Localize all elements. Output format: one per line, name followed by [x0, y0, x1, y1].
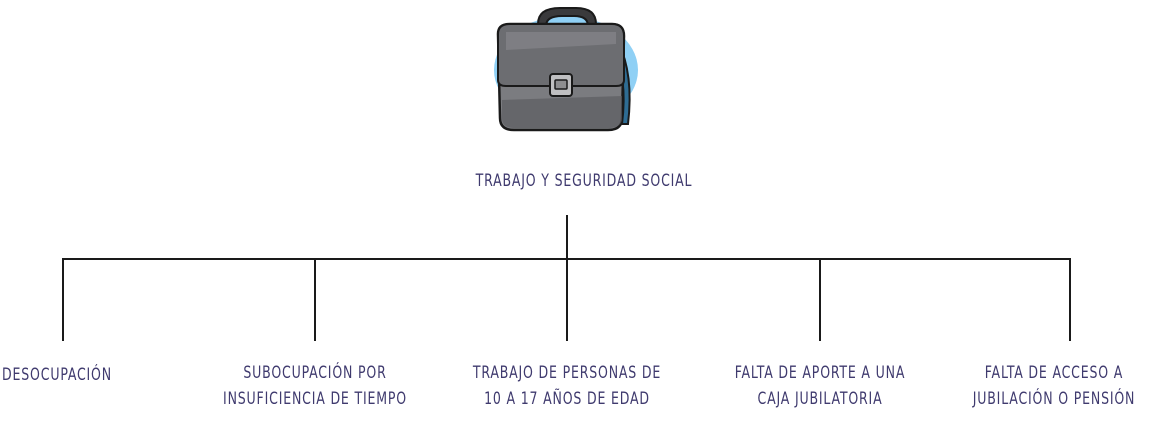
- leaf-node-label: FALTA DE ACCESO A JUBILACIÓN O PENSIÓN: [956, 360, 1153, 412]
- leaf-label-line: INSUFICIENCIA DE TIEMPO: [223, 389, 407, 409]
- leaf-label-line: JUBILACIÓN O PENSIÓN: [972, 389, 1136, 409]
- leaf-node-label: FALTA DE APORTE A UNA CAJA JUBILATORIA: [722, 360, 919, 412]
- leaf-label-line: FALTA DE APORTE A UNA: [734, 363, 906, 383]
- root-node-label: TRABAJO Y SEGURIDAD SOCIAL: [475, 171, 693, 191]
- leaf-label-line: DESOCUPACIÓN: [2, 365, 112, 385]
- leaf-node-label: SUBOCUPACIÓN POR INSUFICIENCIA DE TIEMPO: [217, 360, 414, 412]
- briefcase-icon: [478, 4, 642, 136]
- leaf-label-line: FALTA DE ACCESO A: [984, 363, 1124, 383]
- leaf-node-label: DESOCUPACIÓN: [0, 362, 155, 388]
- leaf-label-line: 10 A 17 AÑOS DE EDAD: [484, 389, 650, 409]
- leaf-label-line: SUBOCUPACIÓN POR: [243, 363, 387, 383]
- leaf-label-line: CAJA JUBILATORIA: [757, 389, 883, 409]
- leaf-label-line: TRABAJO DE PERSONAS DE: [472, 363, 662, 383]
- leaf-node-label: TRABAJO DE PERSONAS DE 10 A 17 AÑOS DE E…: [469, 360, 666, 412]
